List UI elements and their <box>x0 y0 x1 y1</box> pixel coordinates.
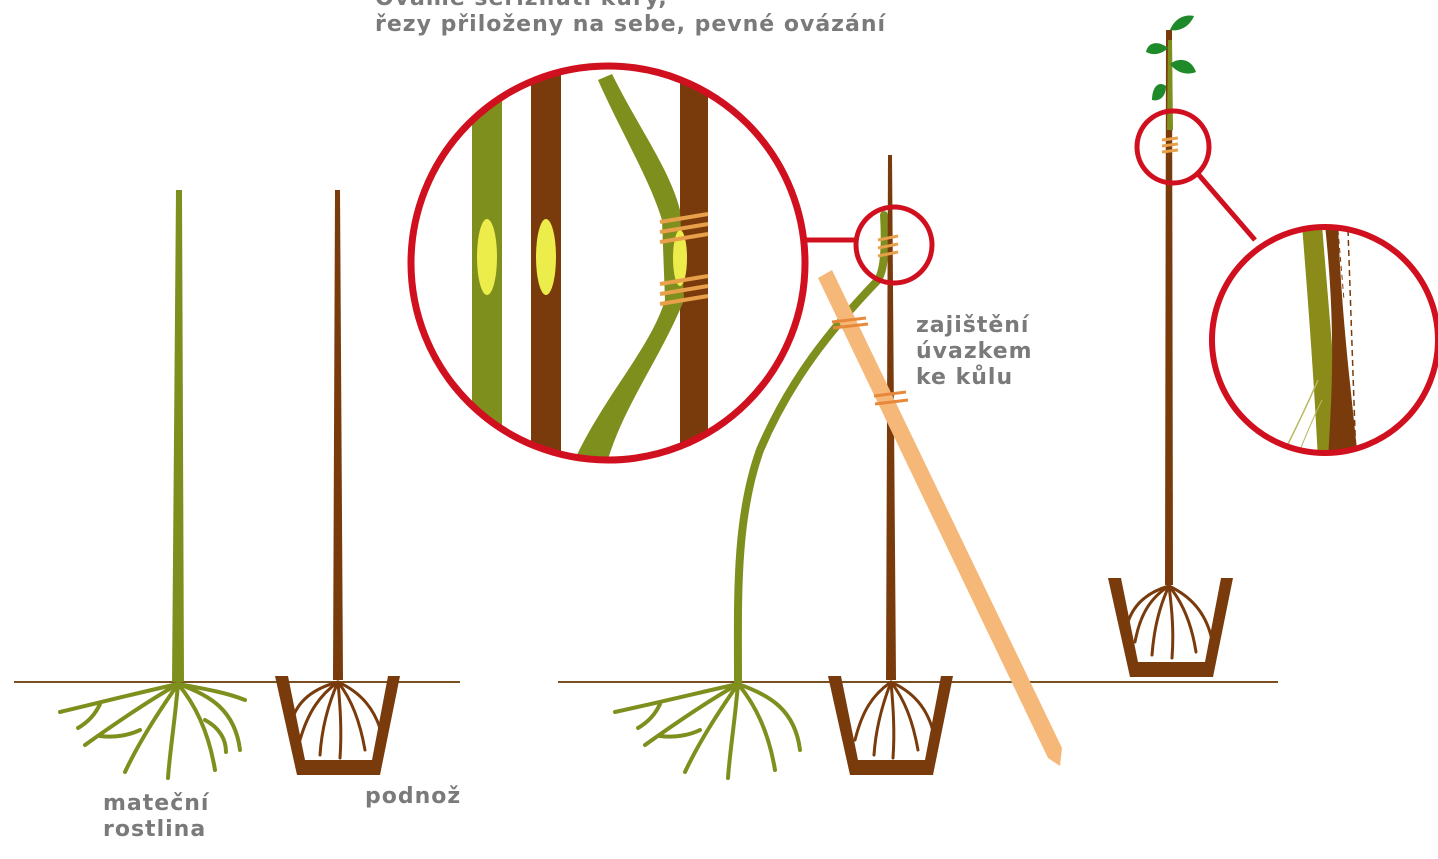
label-stake-line-1: zajištění <box>916 313 1033 339</box>
detail-scion-wound <box>477 219 497 295</box>
mother-plant-roots <box>60 684 245 778</box>
grown-ties <box>1162 138 1178 152</box>
label-mother-line-1: mateční <box>103 791 209 817</box>
label-mother-line-2: rostlina <box>103 817 209 843</box>
heading-line-2: řezy přiloženy na sebe, pevné ovázání <box>375 12 886 38</box>
grown-roots <box>1128 586 1212 658</box>
stage2-mother-roots <box>615 684 800 778</box>
label-stake-line-2: úvazkem <box>916 339 1033 365</box>
label-rootstock: podnož <box>365 784 461 810</box>
stage2-rootstock-roots <box>855 682 934 758</box>
magnifier-small-stage3 <box>1137 111 1209 183</box>
detail-rootstock-wound <box>536 219 556 295</box>
label-stake-line-3: ke kůlu <box>916 365 1033 391</box>
mother-plant <box>60 190 245 778</box>
label-stake-tie: zajištění úvazkem ke kůlu <box>916 313 1033 391</box>
heading-line-1: Ovámě seříznutí kůry, <box>375 0 886 12</box>
rootstock-roots <box>292 682 382 758</box>
magnifier-connector-stage3 <box>1198 174 1255 240</box>
diagram-heading: Ovámě seříznutí kůry, řezy přiloženy na … <box>375 0 886 38</box>
label-mother-plant: mateční rostlina <box>103 791 209 843</box>
rootstock-plant <box>275 190 400 775</box>
